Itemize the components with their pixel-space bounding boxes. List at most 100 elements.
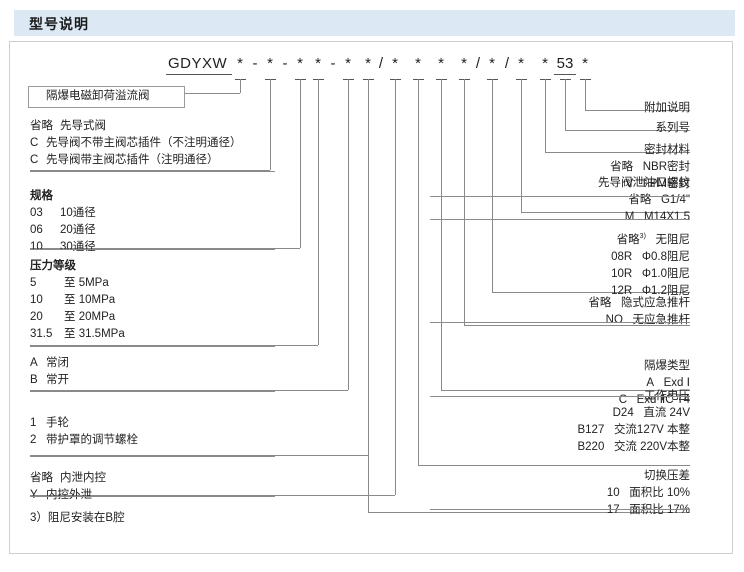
valve-function-code: B [30, 374, 38, 386]
code-glyph-1: - [252, 55, 258, 72]
leader-right-v-2 [545, 79, 546, 152]
valve-function-desc: 常开 [46, 374, 69, 386]
explosion-proof-type-row: C Exd ⅡC T4 [619, 392, 690, 409]
right-group-additional-notes: 附加说明 [644, 100, 690, 117]
emergency-push-rod-desc: 无应急推杆 [632, 314, 691, 326]
spacer [634, 407, 644, 419]
code-glyph-16: / [504, 55, 510, 72]
specification-desc: 30通径 [60, 241, 96, 253]
switching-pressure-differential-row: 10 面积比 10% [607, 485, 690, 502]
specification-code: 10 [30, 241, 43, 253]
damping-orifice-code: 10R [611, 267, 633, 280]
leader-right-h-2 [545, 152, 690, 153]
pilot-type-code: C [30, 154, 39, 166]
adjustment-type-code: 2 [30, 434, 37, 446]
right-group-rule-2 [430, 196, 690, 197]
pilot-drain-thread-desc: M14X1.5 [643, 211, 690, 223]
leader-right-h-7 [418, 465, 690, 466]
emergency-push-rod-desc: 隐式应急推杆 [621, 297, 690, 309]
pilot-type-desc: 先导式阀 [60, 120, 106, 132]
code-glyph-6: - [330, 55, 336, 72]
leader-right-v-4 [492, 79, 493, 292]
code-glyph-2: * [267, 55, 273, 72]
seal-material-code: V [625, 178, 634, 190]
code-glyph-0: * [237, 55, 243, 72]
switching-pressure-differential-code: 10 [606, 487, 620, 499]
leader-left-h-5 [30, 455, 368, 456]
leader-right-h-6 [441, 390, 690, 391]
working-voltage-code: B220 [577, 441, 605, 453]
product-name-desc: 隔爆电磁卸荷溢流阀 [46, 90, 150, 102]
switching-pressure-differential-code: 17 [606, 504, 620, 516]
specification-title: 规格 [30, 190, 53, 202]
leader-right-v-6 [441, 79, 442, 390]
working-voltage-code: D24 [612, 407, 634, 419]
code-glyph-9: / [378, 55, 384, 72]
drain-control-desc: 内泄内控 [60, 472, 106, 484]
spacer [632, 268, 642, 280]
emergency-push-rod-code: 省略 [588, 297, 612, 309]
leader-left-h-1 [30, 170, 270, 171]
damping-orifice-row: 省略3) 无阻尼 [611, 228, 690, 249]
leader-left-h-4 [30, 390, 348, 391]
seal-material-desc: NBR密封 [642, 161, 690, 173]
valve-function-row: B 常开 [30, 372, 69, 389]
specification-row: 10 30通径 [30, 239, 96, 256]
leader-right-v-5 [464, 79, 465, 325]
explosion-proof-type-row: A Exd Ⅰ [619, 375, 690, 392]
explosion-proof-type-desc: Exd ⅡC T4 [636, 394, 690, 406]
spacer [604, 441, 614, 453]
left-group-rule-6 [30, 496, 275, 497]
pressure-rating-code: 5 [30, 277, 37, 289]
spacer [611, 297, 621, 309]
drain-control-code: Y [30, 489, 38, 501]
leader-left-v-0 [240, 79, 241, 93]
emergency-push-rod-row: 省略 隐式应急推杆 [588, 295, 690, 312]
damping-orifice-code: 08R [611, 250, 633, 263]
specification-desc: 20通径 [60, 224, 96, 236]
leader-left-v-6 [395, 79, 396, 495]
spacer [620, 487, 630, 499]
valve-function-desc: 常闭 [46, 357, 69, 369]
leader-right-h-8 [368, 512, 690, 513]
pilot-type-row: 省略先导式阀 [30, 118, 242, 135]
right-group-rule-8 [430, 509, 690, 510]
leader-right-v-7 [418, 79, 419, 465]
emergency-push-rod-code: NO [605, 314, 623, 326]
seal-material-desc: FPM密封 [642, 178, 690, 190]
seal-material-code: 省略 [610, 161, 634, 173]
pressure-rating-desc: 至 20MPa [64, 311, 116, 323]
spacer [620, 504, 630, 516]
switching-pressure-differential-title: 切换压差 [644, 470, 690, 482]
leader-left-h-2 [30, 248, 300, 249]
spacer [634, 211, 644, 223]
explosion-proof-type-desc: Exd Ⅰ [663, 377, 690, 389]
leader-right-v-3 [521, 79, 522, 212]
right-group-switching-pressure-differential: 切换压差 10 面积比 10%17 面积比 17% [607, 468, 690, 519]
pilot-type-code: 省略 [30, 120, 53, 132]
additional-notes-title: 附加说明 [644, 102, 690, 114]
product-name-row: 隔爆电磁卸荷溢流阀 [30, 88, 150, 105]
pressure-rating-desc: 至 31.5MPa [64, 328, 125, 340]
left-group-rule-5 [30, 456, 275, 457]
pressure-rating-row: 31.5 至 31.5MPa [30, 326, 125, 343]
damping-orifice-code: 省略 [616, 233, 640, 246]
switching-pressure-differential-row: 17 面积比 17% [607, 502, 690, 519]
seal-material-row: 省略 NBR密封 [610, 159, 690, 176]
code-glyph-7: * [345, 55, 351, 72]
working-voltage-desc: 交流 220V本整 [613, 441, 690, 453]
right-group-rule-7 [430, 396, 690, 397]
leader-left-h-3 [30, 345, 318, 346]
seal-material-row: V FPM密封 [610, 176, 690, 193]
pressure-rating-code: 31.5 [30, 328, 53, 340]
leader-left-v-4 [348, 79, 349, 390]
